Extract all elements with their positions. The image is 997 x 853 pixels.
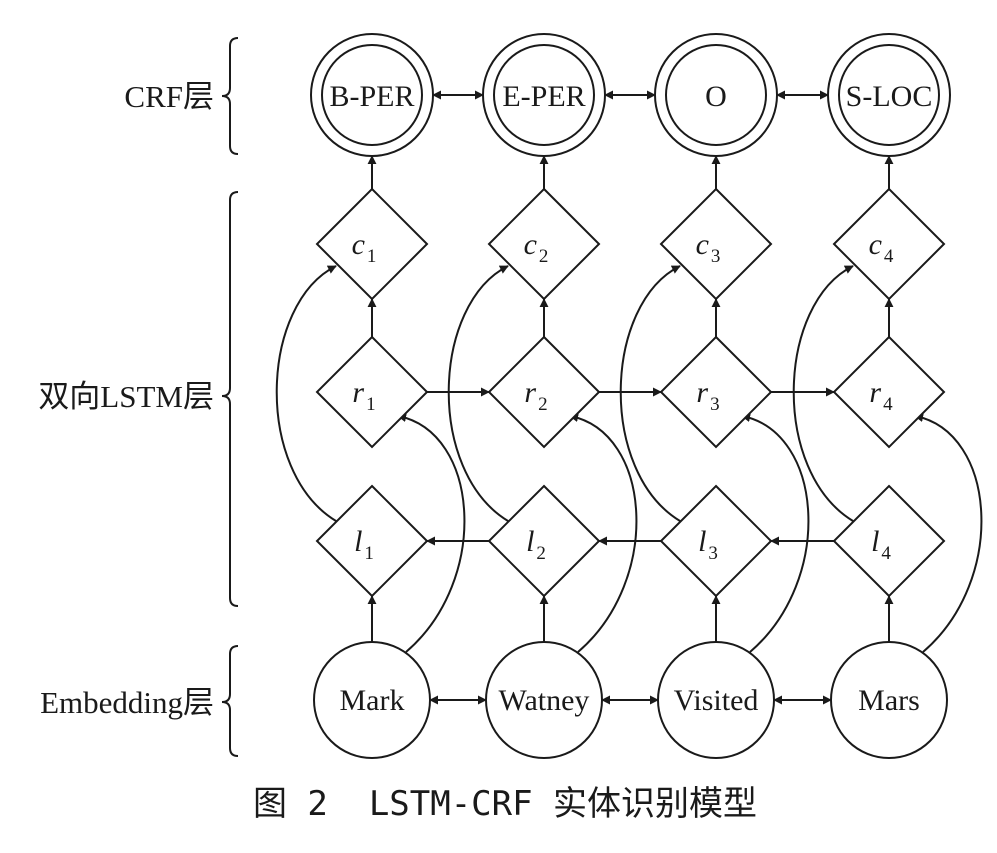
l-to-c-curve [792,265,854,522]
c-cell-subscript: 2 [539,246,549,267]
embedding-layer-label: Embedding层 [40,685,214,720]
embedding-layer-brace [221,645,239,757]
word-label: Visited [674,684,759,717]
embedding-node [657,641,775,759]
l-cell-subscript: 2 [536,543,546,564]
crf-tag-label: B-PER [329,80,414,113]
c-cell [832,187,946,301]
c-cell [315,187,429,301]
word-label: Watney [499,684,590,717]
l-cell-subscript: 3 [708,543,718,564]
r-cell [659,335,773,449]
crf-layer-label: CRF层 [124,79,214,114]
embedding-node [313,641,431,759]
l-to-c-curve [619,265,681,522]
c-cell-subscript: 4 [884,246,894,267]
embedding-to-r-curve [397,413,466,653]
r-cell [487,335,601,449]
c-cell-subscript: 3 [711,246,721,267]
word-label: Mars [858,684,920,717]
crf-tag-label: O [705,80,727,113]
r-cell-subscript: 4 [883,394,893,415]
l-cell [315,484,429,598]
embedding-to-r-curve [914,413,983,653]
crf-tag-label: S-LOC [846,80,933,113]
r-cell [315,335,429,449]
r-cell-subscript: 2 [538,394,548,415]
edges-group [275,90,983,705]
embedding-node [485,641,603,759]
crf-layer-brace [221,37,239,155]
embedding-node [830,641,948,759]
l-cell [832,484,946,598]
c-cell [659,187,773,301]
crf-tag-label: E-PER [502,80,585,113]
l-cell-subscript: 4 [881,543,891,564]
l-cell-subscript: 1 [364,543,374,564]
r-cell [832,335,946,449]
crf-node-inner [321,44,423,146]
r-cell-subscript: 3 [710,394,720,415]
l-cell [659,484,773,598]
crf-node-inner [665,44,767,146]
embedding-to-r-curve [741,413,810,653]
crf-node-inner [838,44,940,146]
bilstm-layer-brace [221,191,239,607]
figure-caption: 图 2 LSTM-CRF 实体识别模型 [253,784,757,824]
c-cell [487,187,601,301]
bilstm-layer-label: 双向LSTM层 [38,379,214,414]
crf-node-inner [493,44,595,146]
l-cell [487,484,601,598]
embedding-to-r-curve [569,413,638,653]
l-to-c-curve [447,265,509,522]
l-to-c-curve [275,265,337,522]
word-label: Mark [340,684,405,717]
r-cell-subscript: 1 [366,394,376,415]
c-cell-subscript: 1 [367,246,377,267]
